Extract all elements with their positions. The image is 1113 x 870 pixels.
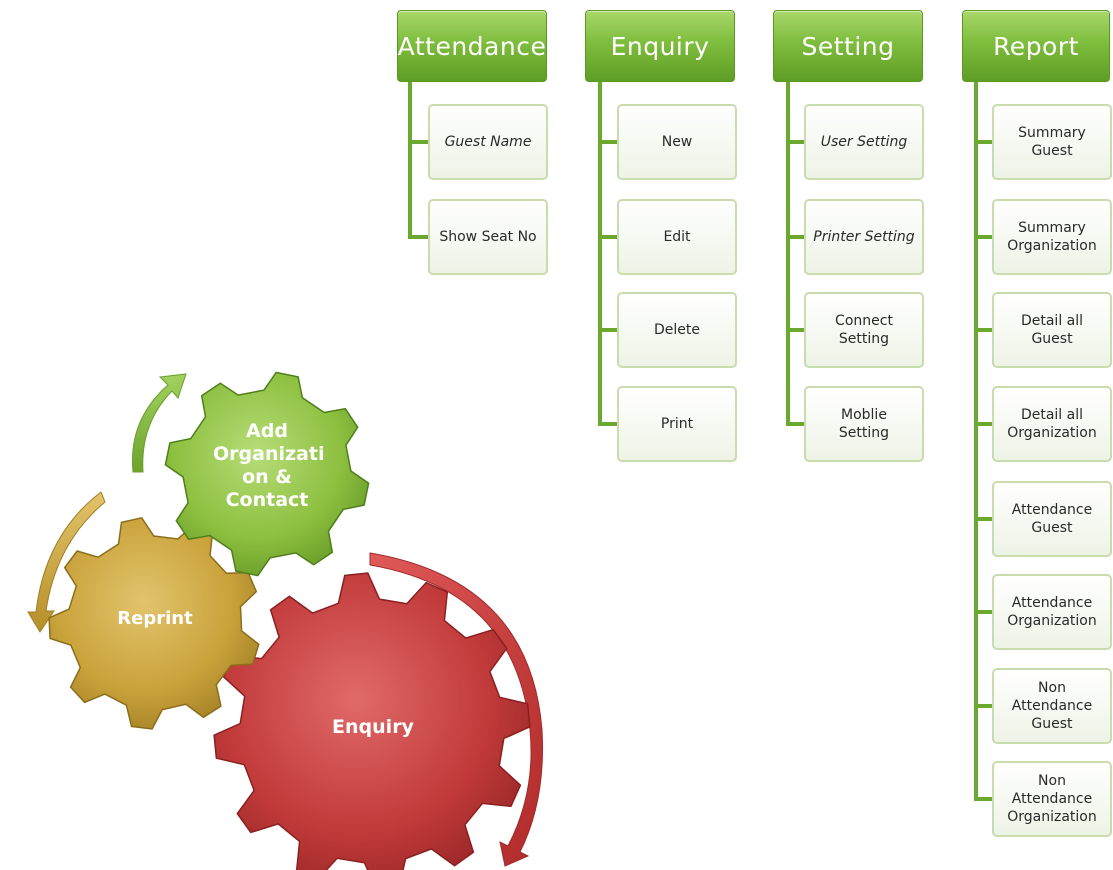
- header-setting[interactable]: Setting: [773, 10, 923, 82]
- menu-item-attendance-guest[interactable]: Attendance Guest: [992, 481, 1112, 557]
- menu-item-new[interactable]: New: [617, 104, 737, 180]
- menu-item-printer-setting[interactable]: Printer Setting: [804, 199, 924, 275]
- menu-item-non-attendance-organization[interactable]: Non Attendance Organization: [992, 761, 1112, 837]
- menu-item-summary-organization[interactable]: Summary Organization: [992, 199, 1112, 275]
- menu-item-summary-guest[interactable]: Summary Guest: [992, 104, 1112, 180]
- menu-item-user-setting[interactable]: User Setting: [804, 104, 924, 180]
- header-attendance[interactable]: Attendance: [397, 10, 547, 82]
- gear-label-enquiry: Enquiry: [332, 716, 414, 738]
- menu-item-show-seat-no[interactable]: Show Seat No: [428, 199, 548, 275]
- connector-setting: [786, 80, 806, 426]
- header-report[interactable]: Report: [962, 10, 1110, 82]
- menu-item-non-attendance-guest[interactable]: Non Attendance Guest: [992, 668, 1112, 744]
- menu-item-guest-name[interactable]: Guest Name: [428, 104, 548, 180]
- gear-red-enquiry-icon: [213, 572, 531, 870]
- menu-item-detail-all-guest[interactable]: Detail all Guest: [992, 292, 1112, 368]
- connector-attendance: [408, 80, 430, 239]
- menu-item-moblie-setting[interactable]: Moblie Setting: [804, 386, 924, 462]
- gold-cycle-arrow-icon: [27, 491, 106, 633]
- menu-item-detail-all-organization[interactable]: Detail all Organization: [992, 386, 1112, 462]
- menu-item-connect-setting[interactable]: Connect Setting: [804, 292, 924, 368]
- gear-label-add-organization: Add Organizati on & Contact: [213, 420, 325, 511]
- menu-item-edit[interactable]: Edit: [617, 199, 737, 275]
- connector-enquiry: [598, 80, 619, 426]
- menu-item-delete[interactable]: Delete: [617, 292, 737, 368]
- menu-item-attendance-organization[interactable]: Attendance Organization: [992, 574, 1112, 650]
- green-cycle-arrow-icon: [131, 373, 187, 473]
- connector-report: [974, 80, 994, 801]
- header-enquiry[interactable]: Enquiry: [585, 10, 735, 82]
- menu-item-print[interactable]: Print: [617, 386, 737, 462]
- gear-label-reprint: Reprint: [117, 608, 193, 629]
- gear-green-add-organization-icon: [164, 371, 370, 577]
